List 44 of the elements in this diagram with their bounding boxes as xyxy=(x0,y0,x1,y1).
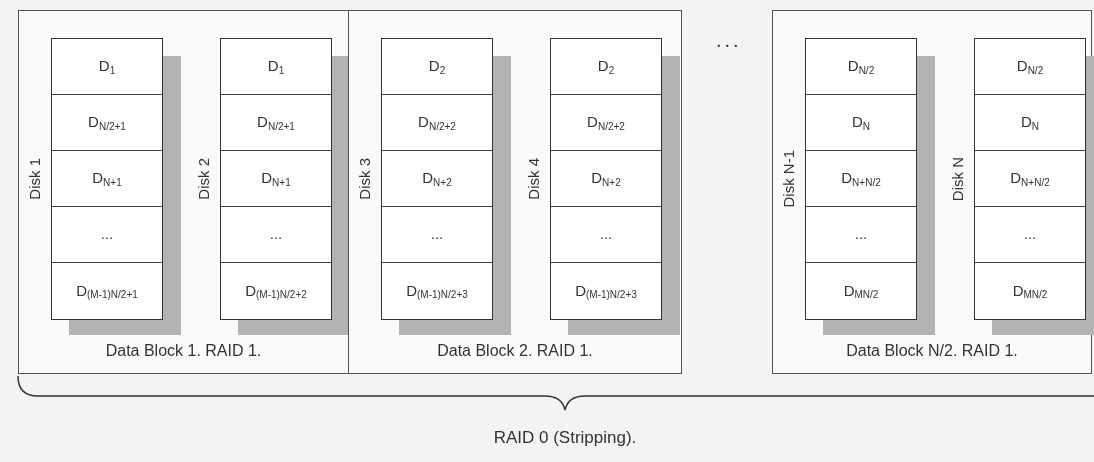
raid1-group-box xyxy=(772,10,1092,374)
cell-label: D$_{1}$ xyxy=(98,56,116,78)
disk-label: Disk 4 xyxy=(523,158,543,200)
cell-label: D$_{N+N/2}$ xyxy=(841,168,881,190)
group-caption: Data Block 2. RAID 1. xyxy=(437,341,593,361)
cell-label: D$_{MN/2}$ xyxy=(1012,280,1048,303)
cell-label: ... xyxy=(599,224,613,245)
cell-label: D$_{(M-1)N/2+1}$ xyxy=(76,280,138,303)
raid1-group-box xyxy=(18,10,349,374)
cell-label: D$_{2}$ xyxy=(428,56,446,78)
cell-label: D$_{2}$ xyxy=(597,56,615,78)
cell-label: D$_{(M-1)N/2+3}$ xyxy=(575,280,637,303)
disk-label: Disk 2 xyxy=(193,158,213,200)
cell-label: ... xyxy=(100,224,114,245)
brace-caption: RAID 0 (Stripping). xyxy=(492,427,638,449)
cell-label: ... xyxy=(430,224,444,245)
cell-label: D$_{N+2}$ xyxy=(422,168,452,190)
cell-label: ... xyxy=(269,224,283,245)
cell-label: D$_{N+1}$ xyxy=(261,168,291,190)
disk-label: Disk 1 xyxy=(24,158,44,200)
cell-label: D$_{N}$ xyxy=(1020,112,1040,134)
cell-label: D$_{N+2}$ xyxy=(591,168,621,190)
group-caption: Data Block 1. RAID 1. xyxy=(105,341,262,361)
disk-label: Disk N xyxy=(947,156,967,202)
cell-label: D$_{(M-1)N/2+2}$ xyxy=(245,280,307,303)
raid1-group-box xyxy=(348,10,682,374)
cell-label: ... xyxy=(1023,224,1037,245)
cell-label: D$_{1}$ xyxy=(267,56,285,78)
disk-label: Disk N-1 xyxy=(778,150,798,208)
cell-label: D$_{N/2+2}$ xyxy=(587,112,625,134)
cell-label: D$_{N/2+1}$ xyxy=(88,112,126,134)
ellipsis: ... xyxy=(716,30,742,50)
cell-label: D$_{N/2}$ xyxy=(1016,56,1044,78)
cell-label: D$_{N/2}$ xyxy=(847,56,875,78)
cell-label: D$_{N+1}$ xyxy=(92,168,122,190)
disk-label: Disk 3 xyxy=(354,158,374,200)
cell-label: D$_{N/2+2}$ xyxy=(418,112,456,134)
cell-label: D$_{N+N/2}$ xyxy=(1010,168,1050,190)
cell-label: D$_{N/2+1}$ xyxy=(257,112,295,134)
cell-label: ... xyxy=(854,224,868,245)
cell-label: D$_{MN/2}$ xyxy=(843,280,879,303)
cell-label: D$_{N}$ xyxy=(851,112,871,134)
group-caption: Data Block N/2. RAID 1. xyxy=(846,341,1018,361)
cell-label: D$_{(M-1)N/2+3}$ xyxy=(406,280,468,303)
